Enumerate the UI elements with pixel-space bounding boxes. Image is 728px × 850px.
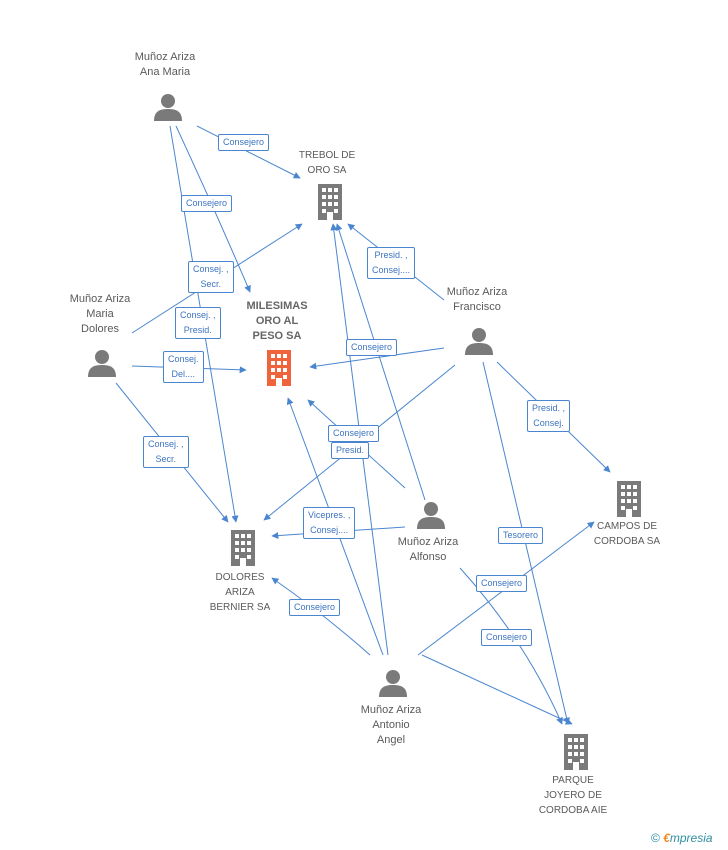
relation-badge[interactable]: Consej. ,Secr. (143, 436, 189, 468)
person-label-ana[interactable]: Muñoz Ariza Ana Maria (134, 51, 196, 78)
building-icon-dolores-sa[interactable] (231, 530, 255, 566)
person-icon-antonio[interactable] (379, 670, 407, 697)
building-icon-trebol[interactable] (318, 184, 342, 220)
person-icon-dolores[interactable] (88, 350, 116, 377)
relation-badge[interactable]: Consejero (481, 629, 533, 646)
edge-francisco-milesimas (309, 347, 445, 370)
company-label-parque[interactable]: PARQUE JOYERO DE CORDOBA AIE (538, 775, 608, 816)
person-label-alfonso[interactable]: Muñoz Ariza Alfonso (397, 536, 459, 563)
person-label-francisco[interactable]: Muñoz Ariza Francisco (446, 286, 508, 313)
person-icon-ana[interactable] (154, 94, 182, 121)
brand-logo[interactable]: © €mpresia (651, 831, 713, 845)
relation-badge[interactable]: Consejero (218, 134, 270, 151)
person-icon-alfonso[interactable] (417, 502, 445, 529)
relation-badge[interactable]: Consejero (181, 195, 233, 212)
building-icon-milesimas[interactable] (267, 350, 291, 386)
relation-badge[interactable]: Vicepres. ,Consej.... (303, 507, 356, 539)
relation-badge[interactable]: Tesorero (498, 527, 544, 544)
relation-badge[interactable]: Consejero (346, 339, 398, 356)
relation-badge[interactable]: Presid. ,Consej.... (367, 247, 416, 279)
building-icon-parque[interactable] (564, 734, 588, 770)
brand-initial: € (663, 831, 670, 845)
relation-badge[interactable]: Consejero (476, 575, 528, 592)
company-label-milesimas[interactable]: MILESIMAS ORO AL PESO SA (246, 300, 308, 342)
brand-name: mpresia (669, 831, 713, 845)
person-icon-francisco[interactable] (465, 328, 493, 355)
relation-badge[interactable]: Presid. ,Consej. (527, 400, 571, 432)
company-label-campos[interactable]: CAMPOS DE CORDOBA SA (593, 521, 661, 547)
building-icon-campos[interactable] (617, 481, 641, 517)
edge-alfonso-trebol (335, 223, 426, 501)
relation-badge[interactable]: Presid. (331, 442, 370, 459)
relation-badge[interactable]: Consej. ,Presid. (175, 307, 221, 339)
relation-badge[interactable]: Consejero (328, 425, 380, 442)
relation-badge[interactable]: Consejero (289, 599, 341, 616)
edge-ana-trebol (196, 125, 301, 179)
copyright-icon: © (651, 831, 660, 845)
company-label-trebol[interactable]: TREBOL DE ORO SA (298, 150, 356, 176)
company-label-dolores-sa[interactable]: DOLORES ARIZA BERNIER SA (209, 572, 271, 613)
edge-antonio-parque (421, 654, 573, 725)
relation-badge[interactable]: Consej. ,Secr. (188, 261, 234, 293)
relation-badge[interactable]: Consej.Del.... (163, 351, 204, 383)
person-label-antonio[interactable]: Muñoz Ariza Antonio Angel (360, 704, 422, 746)
person-label-dolores[interactable]: Muñoz Ariza Maria Dolores (69, 293, 131, 335)
